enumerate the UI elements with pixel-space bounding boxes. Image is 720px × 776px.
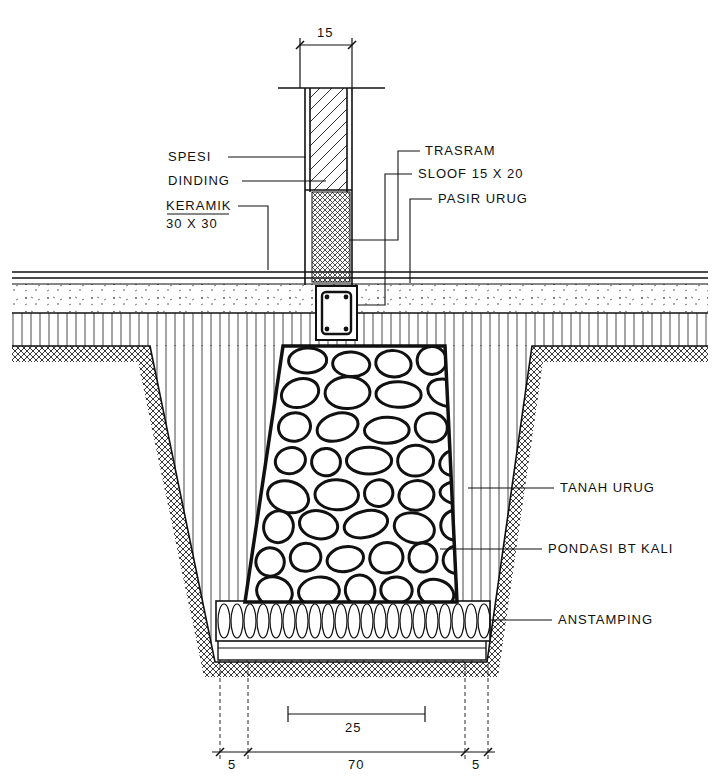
floor-layer-line (12, 284, 708, 285)
part-label: PONDASI BT KALI (548, 540, 673, 558)
floor-layer-line (12, 312, 708, 313)
part-label: TRASRAM (425, 142, 496, 160)
part-label: SPESI (168, 148, 211, 166)
ceramic-tile-line (12, 277, 708, 278)
brick-wall-hatch (310, 88, 347, 190)
sand-fill-layer (12, 284, 708, 312)
part-label: KERAMIK 30 X 30 (166, 197, 238, 233)
part-label: DINDING (168, 172, 230, 190)
trasram-hatch (312, 192, 350, 282)
dimension-label: 15 (317, 24, 333, 42)
sand-bed-line (218, 648, 486, 649)
stone-foundation-outline (245, 346, 457, 602)
backfill-soil (12, 313, 708, 346)
wall-lines (278, 88, 385, 285)
sloof-beam (316, 286, 357, 340)
part-label: PASIR URUG (438, 190, 528, 208)
dimension-label: 70 (348, 756, 364, 774)
label-underline (167, 213, 229, 214)
part-label: SLOOF 15 X 20 (418, 165, 524, 183)
dimension-label: 25 (345, 719, 361, 737)
anstamping-stones (218, 604, 490, 638)
sloof-stirrup (322, 292, 351, 334)
part-label: TANAH URUG (560, 479, 655, 497)
dimension-lines (212, 38, 495, 762)
dimension-label: 5 (228, 756, 236, 774)
backfill-soil (150, 345, 532, 662)
sand-bed (218, 640, 486, 660)
rebar-dots (325, 295, 349, 332)
part-label: ANSTAMPING (558, 611, 653, 629)
trench-outline (12, 346, 708, 662)
stone-foundation-body (245, 346, 457, 602)
ceramic-tile-line (12, 271, 708, 272)
anstamping-layer (216, 601, 490, 641)
dimension-label: 5 (472, 756, 480, 774)
natural-ground (12, 346, 708, 677)
leader-lines (228, 151, 554, 620)
